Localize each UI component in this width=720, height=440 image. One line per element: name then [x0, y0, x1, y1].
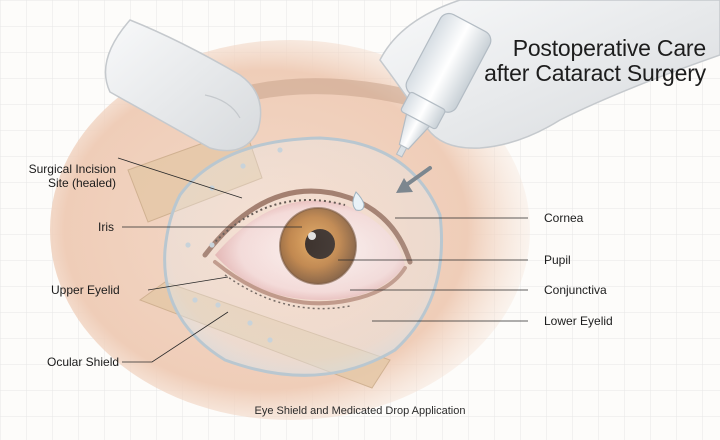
label-upper-eyelid: Upper Eyelid: [51, 283, 120, 297]
label-surgical-incision-line-1: Surgical Incision: [28, 162, 116, 176]
eye-drop-bottle: [395, 12, 492, 158]
label-pupil: Pupil: [544, 253, 571, 267]
ocular-shield-shape: [163, 136, 444, 377]
label-surgical-incision: Surgical Incision Site (healed): [29, 162, 116, 190]
label-ocular-shield: Ocular Shield: [47, 355, 120, 369]
title-line-2: after Cataract Surgery: [484, 60, 706, 86]
label-lower-eyelid: Lower Eyelid: [544, 314, 613, 328]
eye-drop: [352, 191, 365, 211]
label-iris: Iris: [98, 220, 114, 234]
label-conjunctiva: Conjunctiva: [544, 283, 607, 297]
label-surgical-incision-line-2: Site (healed): [47, 176, 116, 190]
glove-crease-left: [204, 94, 241, 119]
diagram-title: Postoperative Care after Cataract Surger…: [484, 36, 706, 86]
leader-lines: [117, 157, 528, 363]
glove-finger-left: [104, 19, 262, 152]
diagram-caption: Eye Shield and Medicated Drop Applicatio…: [254, 405, 466, 417]
label-cornea: Cornea: [544, 211, 584, 225]
title-line-1: Postoperative Care: [512, 35, 706, 61]
direction-arrow: [396, 166, 432, 193]
